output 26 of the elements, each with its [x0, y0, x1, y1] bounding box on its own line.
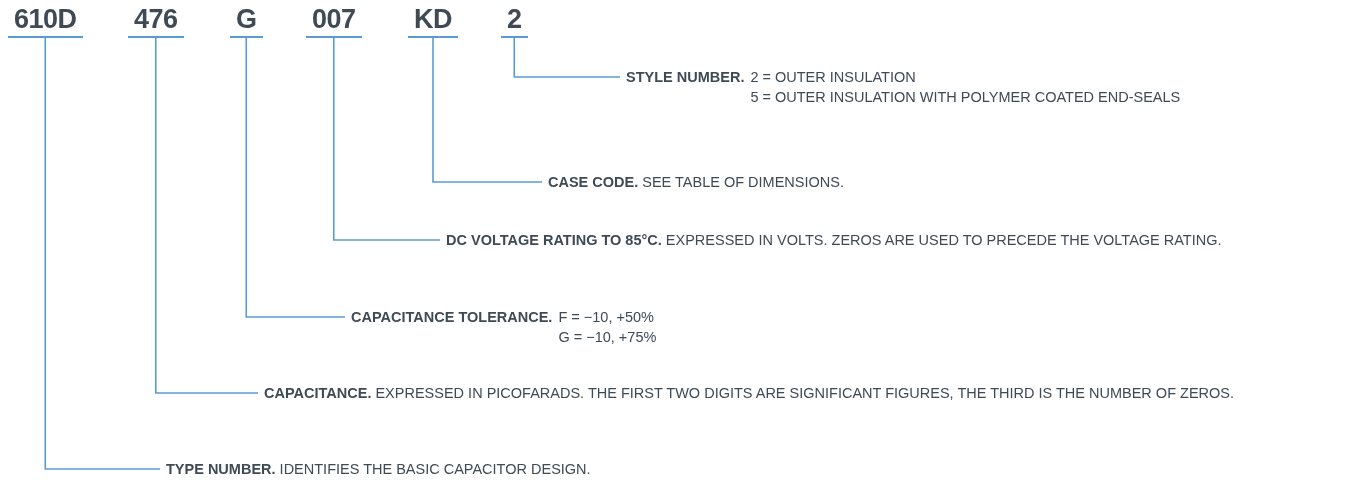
- code-option: 2 = OUTER INSULATION: [750, 67, 1181, 87]
- leader-line: [245, 37, 346, 318]
- code-segment: 007: [306, 4, 362, 38]
- code-option: 5 = OUTER INSULATION WITH POLYMER COATED END-SEALS: [750, 87, 1181, 107]
- description-text: EXPRESSED IN PICOFARADS. THE FIRST TWO DIGITS ARE SIGNIFICANT FIGURES, THE THIRD IS THE NUMBER OF ZEROS.: [375, 385, 1235, 401]
- field-heading: CAPACITANCE TOLERANCE.: [351, 309, 553, 325]
- leader-line: [332, 37, 441, 241]
- leader-line: [44, 37, 161, 470]
- field-heading: TYPE NUMBER.: [166, 461, 276, 477]
- code-segment: KD: [408, 4, 458, 38]
- leader-line: [432, 37, 543, 183]
- code-segment: 2: [501, 4, 528, 38]
- code-option: G = −10, +75%: [558, 327, 657, 347]
- leader-line: [513, 37, 621, 78]
- field-heading: DC VOLTAGE RATING TO 85°C.: [446, 232, 662, 248]
- code-segment: 610D: [8, 4, 83, 38]
- code-segment: G: [230, 4, 263, 38]
- code-segment: 476: [128, 4, 184, 38]
- description-text: EXPRESSED IN VOLTS. ZEROS ARE USED TO PRECEDE THE VOLTAGE RATING.: [665, 232, 1222, 248]
- description-text: IDENTIFIES THE BASIC CAPACITOR DESIGN.: [279, 461, 591, 477]
- description-text: SEE TABLE OF DIMENSIONS.: [642, 174, 844, 190]
- field-heading: CAPACITANCE.: [264, 385, 372, 401]
- leader-line: [155, 37, 259, 394]
- code-option: F = −10, +50%: [558, 307, 657, 327]
- field-heading: STYLE NUMBER.: [626, 69, 745, 85]
- field-heading: CASE CODE.: [548, 174, 639, 190]
